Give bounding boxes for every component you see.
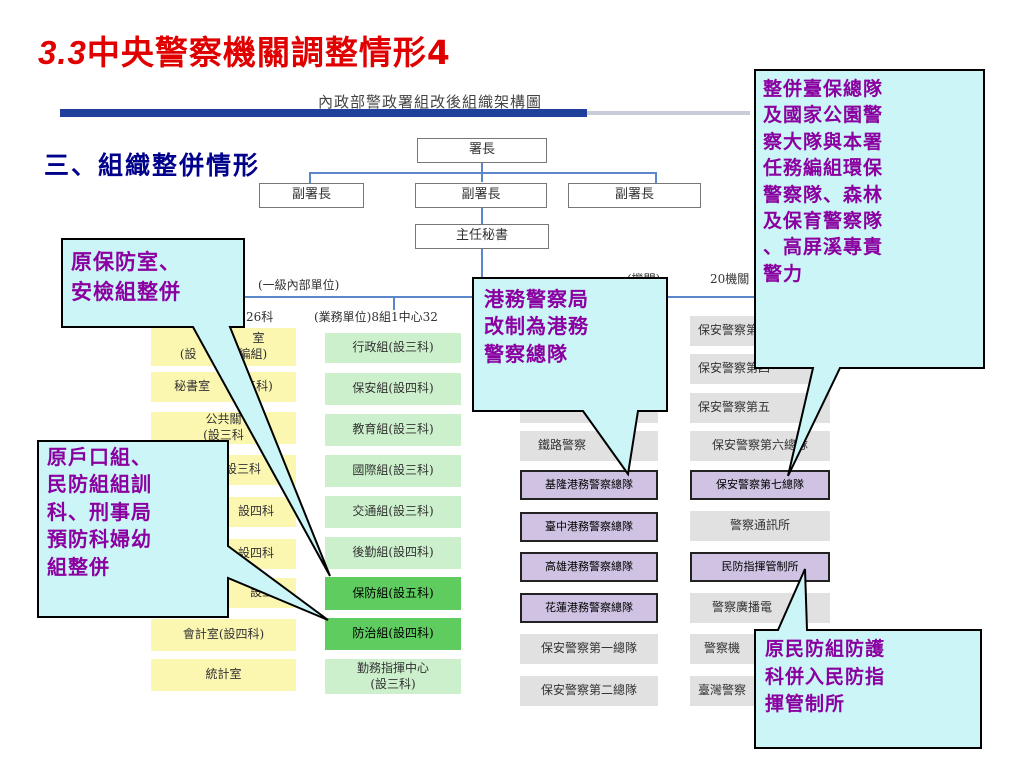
business-unit-text: 勤務指揮中心 [356,660,429,675]
callout-line: 改制為港務 [484,314,589,339]
internal-units-count: 26科 [246,310,274,324]
callout-line: 科、刑事局 [47,499,152,524]
callout-line: 警力 [763,262,804,285]
callout-line: 及國家公園警 [763,104,884,127]
section-heading: 三、組織整併情形 [44,151,261,180]
callout-upper-left-text: 原保防室、 安檢組整併 [71,247,243,307]
agency-box-highlighted: 高雄港務警察總隊 [520,552,658,582]
slide-title: 3.3中央警察機關調整情形4 [38,26,451,74]
agency-box-highlighted: 臺中港務警察總隊 [520,512,658,542]
agency-box-highlighted: 基隆港務警察總隊 [520,470,658,500]
staff-unit-box: 會計室(設四科) [151,619,296,651]
callout-top-right-text: 整併臺保總隊 及國家公園警 察大隊與本署 任務編組環保 警察隊、森林 及保育警察… [763,76,981,287]
org-chart-title: 內政部警政署組改後組織架構圖 [318,93,543,111]
business-unit-box-highlighted: 防治組(設四科) [325,618,461,650]
staff-unit-text: 室 [252,331,265,346]
staff-unit-text: 秘書室 [174,379,211,394]
callout-line: 及保育警察隊 [763,210,884,233]
callout-line: 任務編組環保 [763,157,884,180]
business-unit-box: 保安組(設四科) [325,373,461,405]
agency-box: 警察通訊所 [690,511,830,541]
business-unit-box: 交通組(設三科) [325,496,461,528]
callout-line: 港務警察局 [484,287,589,311]
agencies-count: 20機關 [710,272,750,286]
deputy-director-box: 副署長 [415,183,547,208]
callout-bottom-right-text: 原民防組防護 科併入民防指 揮管制所 [765,636,979,719]
deputy-director-box: 副署長 [259,183,364,208]
title-underline-blue [60,109,587,117]
callout-line: 預防科婦幼 [47,527,152,552]
callout-line: 民防組組訓 [47,472,152,497]
callout-line: 、高屏溪專責 [763,236,884,259]
internal-units-label: (一級內部單位) [258,278,340,292]
callout-line: 原民防組防護 [765,638,886,660]
callout-lower-left-text: 原戶口組、 民防組組訓 科、刑事局 預防科婦幼 組整併 [47,444,227,581]
callout-line: 察大隊與本署 [763,130,884,153]
agency-box-highlighted: 民防指揮管制所 [690,552,830,582]
agency-box: 保安警察第一總隊 [520,634,658,664]
callout-line: 警察隊、森林 [763,183,884,206]
business-unit-box: 後勤組(設四科) [325,537,461,569]
chief-secretary-box: 主任秘書 [415,224,549,249]
business-unit-box: 教育組(設三科) [325,414,461,446]
staff-unit-box: 統計室 [151,659,296,691]
agency-box: 鐵路警察 [520,431,658,461]
callout-line: 警察總隊 [484,341,568,366]
callout-middle-shape [472,277,668,477]
callout-middle-text: 港務警察局 改制為港務 警察總隊 [484,286,666,368]
callout-upper-left-shape [61,238,331,577]
callout-lower-left-shape [37,440,329,621]
agency-box: 保安警察第二總隊 [520,676,658,706]
director-box: 署長 [417,138,547,163]
agency-box-highlighted: 保安警察第七總隊 [690,470,830,500]
agency-box-highlighted: 花蓮港務警察總隊 [520,593,658,623]
business-unit-box: 勤務指揮中心 (設三科) [325,659,461,694]
callout-line: 安檢組整併 [71,278,181,304]
business-unit-box: 國際組(設三科) [325,455,461,487]
deputy-director-box: 副署長 [568,183,701,208]
staff-unit-text: 公共關 [205,412,242,427]
slide-title-text: 中央警察機關調整情形4 [86,33,451,72]
staff-unit-text: (設 [179,347,197,361]
callout-top-right-shape [754,69,985,477]
business-unit-box: 行政組(設三科) [325,333,461,363]
staff-unit-text: (設三科 [203,428,244,442]
callout-line: 科併入民防指 [765,665,886,688]
business-unit-box-highlighted: 保防組(設五科) [325,577,461,610]
slide-title-number: 3.3 [38,34,87,71]
callout-line: 原保防室、 [71,249,181,274]
callout-line: 組整併 [47,554,110,579]
callout-line: 整併臺保總隊 [763,78,884,100]
callout-bottom-right-shape [754,568,982,749]
callout-line: 原戶口組、 [47,445,152,469]
business-units-label: (業務單位)8組1中心32 [314,310,438,324]
business-unit-text: (設三科) [370,676,416,691]
callout-line: 揮管制所 [765,693,846,716]
